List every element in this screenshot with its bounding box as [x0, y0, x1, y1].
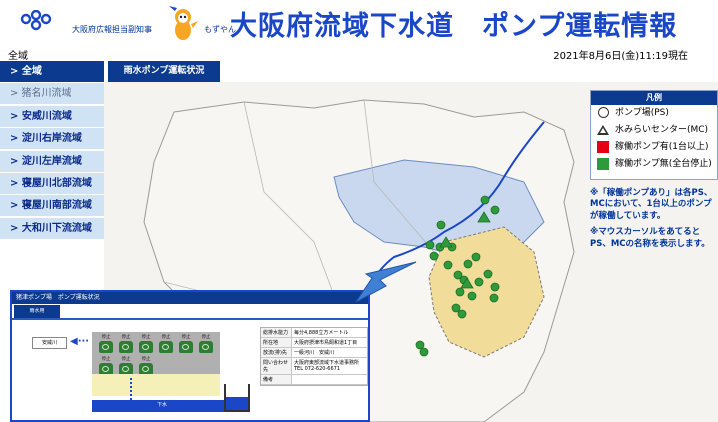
- mozuyan-mascot-icon: [169, 6, 198, 40]
- red-square-icon: [597, 140, 609, 153]
- pump-house: [92, 332, 220, 378]
- storage-basin: [92, 374, 220, 396]
- pump-unit: 停止: [98, 334, 114, 353]
- legend-row-water-center: 水みらいセンター(MC): [591, 122, 717, 139]
- callout-arrow-icon: [355, 261, 417, 303]
- mascot-label: もずやん: [204, 25, 236, 34]
- pump-unit: 停止: [98, 356, 114, 375]
- pump-unit: 停止: [138, 356, 154, 375]
- sidebar-item-yodo-left[interactable]: > 淀川左岸流域: [0, 150, 104, 172]
- note-active-pump: ※「稼働ポンプあり」は各PS、MCにおいて、1台以上のポンプが稼働しています。: [590, 188, 713, 221]
- legend-row-active: 稼働ポンプ有(1台以上): [591, 139, 717, 156]
- treatment-center-markers: [439, 211, 491, 289]
- flow-left-arrow-icon: ◀···: [70, 336, 90, 347]
- discharge-river-box: 安威川: [32, 337, 67, 349]
- info-row: 備考: [261, 375, 367, 385]
- pump-unit: 停止: [118, 356, 134, 375]
- note-hover-name: ※マウスカーソルをあてるとPS、MCの名称を表示します。: [590, 227, 710, 249]
- inset-tab-underline: [12, 318, 368, 320]
- flow-up-arrow-icon: [130, 378, 134, 400]
- info-row: 問い合わせ先大阪府東部流域下水道事務所 TEL 072-620-6671: [261, 358, 367, 375]
- sewer-pipe: [92, 400, 232, 412]
- info-row: 放流(排)先一級河川 安威川: [261, 348, 367, 358]
- legend-row-inactive: 稼働ポンプ無(全台停止): [591, 156, 717, 173]
- station-info-table: 総排水能力毎分4,888立方メートル 所在地大阪府摂津市鳥飼和道1丁目 放流(排…: [260, 327, 368, 386]
- info-row: 総排水能力毎分4,888立方メートル: [261, 328, 367, 338]
- pipe-label: 下水: [157, 402, 168, 408]
- pump-unit: 停止: [178, 334, 194, 353]
- pump-unit: 停止: [118, 334, 134, 353]
- current-area-label: 全域: [8, 51, 28, 62]
- map-legend: 凡例 ポンプ場(PS) 水みらいセンター(MC) 稼働ポンプ有(1台以上) 稼働…: [590, 90, 718, 180]
- tab-rain-pump-status[interactable]: 雨水ポンプ運転状況: [108, 61, 220, 82]
- legend-title: 凡例: [591, 91, 717, 105]
- legend-row-pump-station: ポンプ場(PS): [591, 105, 717, 122]
- water-tank: [224, 384, 250, 412]
- update-timestamp: 2021年8月6日(金)11:19現在: [553, 51, 688, 62]
- site-header: 大阪府広報担当副知事 もずやん 大阪府流域下水道 ポンプ運転情報: [0, 0, 718, 46]
- sidebar-item-all[interactable]: > 全域: [0, 61, 104, 82]
- inset-title: 猪津ポンプ場 ポンプ運転状況: [12, 292, 368, 304]
- sidebar-item-yamato[interactable]: > 大和川下流流域: [0, 217, 104, 239]
- osaka-logo-icon: [20, 10, 52, 31]
- circle-outline-icon: [598, 106, 609, 118]
- tab-bar: 雨水ポンプ運転状況: [104, 61, 718, 82]
- basin-sidebar: > 全域 > 猪名川流域 > 安威川流域 > 淀川右岸流域 > 淀川左岸流域 >…: [0, 61, 104, 240]
- page-title: 大阪府流域下水道 ポンプ運転情報: [230, 11, 678, 42]
- inset-tab-rain[interactable]: 雨水用: [14, 305, 60, 318]
- green-square-icon: [597, 157, 609, 170]
- map-notes: ※「稼働ポンプあり」は各PS、MCにおいて、1台以上のポンプが稼働しています。 …: [590, 188, 718, 255]
- triangle-outline-icon: [597, 124, 609, 135]
- pump-unit: 停止: [158, 334, 174, 353]
- pump-status-inset: 猪津ポンプ場 ポンプ運転状況 雨水用 安威川 ◀··· 停止 停止 停止 停止 …: [10, 290, 370, 422]
- sidebar-item-neya-south[interactable]: > 寝屋川南部流域: [0, 195, 104, 217]
- sidebar-item-ina[interactable]: > 猪名川流域: [0, 83, 104, 105]
- sidebar-item-yodo-right[interactable]: > 淀川右岸流域: [0, 128, 104, 150]
- pump-unit: 停止: [198, 334, 214, 353]
- sidebar-item-ai[interactable]: > 安威川流域: [0, 105, 104, 127]
- sidebar-item-neya-north[interactable]: > 寝屋川北部流域: [0, 172, 104, 194]
- info-row: 所在地大阪府摂津市鳥飼和道1丁目: [261, 338, 367, 348]
- gov-label: 大阪府広報担当副知事: [72, 25, 152, 34]
- pump-unit: 停止: [138, 334, 154, 353]
